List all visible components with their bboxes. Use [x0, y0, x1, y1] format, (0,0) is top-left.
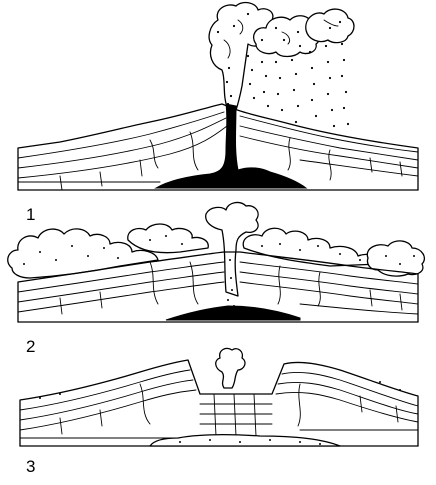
stage-label-2: 2 — [26, 337, 36, 356]
magma-1 — [154, 103, 308, 189]
stage-3-diagram — [19, 347, 419, 447]
stage-label-3: 3 — [26, 457, 36, 476]
magma-chamber-3 — [39, 381, 401, 447]
stage-2-diagram — [7, 201, 426, 323]
rock-strata-2 — [17, 251, 419, 323]
ash-cloud-2 — [7, 201, 426, 313]
rock-strata-1 — [17, 103, 419, 191]
rock-strata-3 — [19, 359, 419, 447]
small-plume-3 — [215, 347, 246, 389]
magma-2 — [165, 305, 301, 321]
stage-1-diagram — [17, 1, 419, 191]
eruption-column-1 — [208, 1, 355, 111]
stage-label-1: 1 — [26, 205, 36, 224]
